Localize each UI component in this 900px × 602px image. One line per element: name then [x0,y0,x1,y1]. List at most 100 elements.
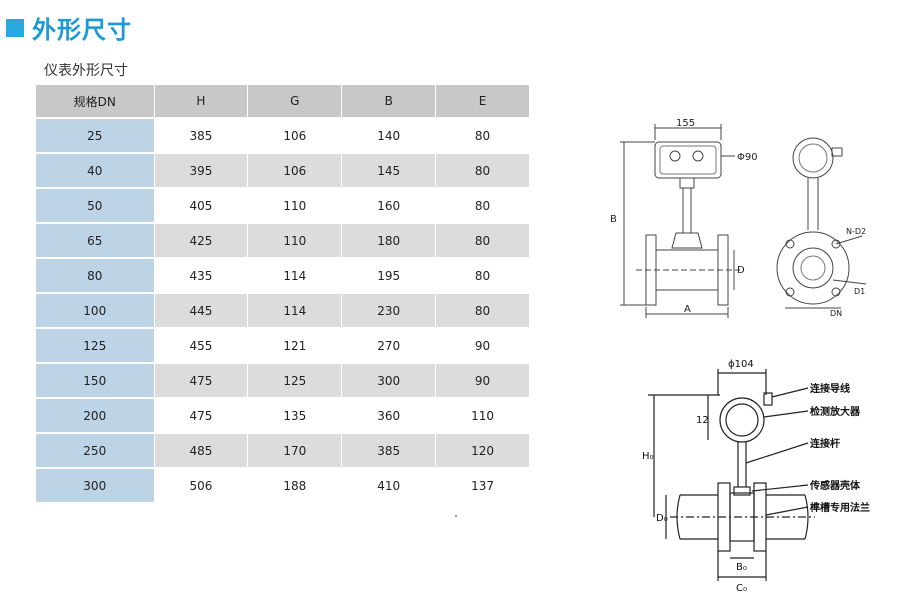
cell-dn: 300 [36,468,155,504]
title-square-icon [6,18,24,37]
dim-d0: D₀ [656,513,668,524]
cell-h: 445 [154,293,249,329]
dim-phi90: Φ90 [737,152,758,163]
cell-h: 425 [154,223,249,259]
cell-e: 120 [435,433,530,469]
cell-g: 110 [247,223,343,259]
cell-g: 106 [247,153,343,189]
cell-g: 106 [247,118,343,154]
cell-e: 80 [435,223,530,259]
callout-flange: 榫槽专用法兰 [809,501,870,514]
cell-h: 475 [154,363,249,399]
cell-h: 385 [154,118,249,154]
cell-h: 455 [154,328,249,364]
section-title: 外形尺寸 [6,10,132,45]
cell-e: 137 [435,468,530,504]
cell-e: 80 [435,188,530,224]
dim-c0: C₀ [736,583,747,594]
cell-h: 475 [154,398,249,434]
cell-dn: 80 [36,258,155,294]
cell-e: 80 [435,293,530,329]
cell-e: 110 [435,398,530,434]
cell-b: 145 [341,153,437,189]
cell-dn: 150 [36,363,155,399]
cell-b: 140 [341,118,437,154]
dim-phi104: ϕ104 [728,359,754,370]
cell-e: 80 [435,153,530,189]
cell-e: 90 [435,363,530,399]
dim-D: D [737,265,745,276]
amplifier-head [719,397,765,443]
head-housing [654,141,722,179]
flange-face [776,231,850,305]
header-b: B [341,85,437,119]
callout-amplifier: 检测放大器 [810,405,861,418]
cell-h: 395 [154,153,249,189]
header-g: G [247,85,343,119]
cell-g: 188 [247,468,343,504]
cell-b: 385 [341,433,437,469]
cell-b: 180 [341,223,437,259]
cell-dn: 25 [36,118,155,154]
header-e: E [435,85,530,119]
cell-h: 506 [154,468,249,504]
label-dn: DN [830,309,842,318]
cell-g: 170 [247,433,343,469]
cell-dn: 40 [36,153,155,189]
cell-dn: 65 [36,223,155,259]
header-h: H [154,85,249,119]
cell-b: 160 [341,188,437,224]
dim-h0: H₀ [642,451,654,462]
callout-wire: 连接导线 [810,382,850,395]
section-title-text: 外形尺寸 [32,16,132,44]
cell-g: 110 [247,188,343,224]
dim-12: 12 [696,415,709,426]
cell-h: 405 [154,188,249,224]
cell-g: 114 [247,293,343,329]
cell-e: 80 [435,118,530,154]
cell-g: 121 [247,328,343,364]
callout-rod: 连接杆 [810,437,840,450]
cell-e: 80 [435,258,530,294]
stray-dot [455,515,457,517]
label-d1: D1 [854,287,865,296]
cell-dn: 125 [36,328,155,364]
cell-b: 360 [341,398,437,434]
cell-b: 300 [341,363,437,399]
cell-b: 230 [341,293,437,329]
cell-dn: 50 [36,188,155,224]
cell-b: 270 [341,328,437,364]
label-n-d2: N-D2 [846,227,866,236]
cell-e: 90 [435,328,530,364]
meter-outline-drawing: 155 Φ90 B D A N-D2 D1 DN [610,118,866,318]
cell-h: 435 [154,258,249,294]
callout-sensor-housing: 传感器壳体 [809,479,861,492]
cell-dn: 200 [36,398,155,434]
installation-drawing: ϕ104 12 H₀ D₀ B₀ C₀ 连接导线 检测放大器 连接杆 传感器壳体… [642,359,870,594]
cell-g: 114 [247,258,343,294]
cell-g: 125 [247,363,343,399]
cell-g: 135 [247,398,343,434]
dim-155: 155 [676,118,695,129]
cell-dn: 250 [36,433,155,469]
cell-b: 195 [341,258,437,294]
dim-A: A [684,304,691,315]
dim-B: B [610,214,617,225]
header-dn: 规格DN [36,85,155,119]
dim-b0: B₀ [736,562,747,573]
cell-b: 410 [341,468,437,504]
table-header-row: 规格DN H G B E [36,85,530,119]
table-caption: 仪表外形尺寸 [44,63,128,79]
